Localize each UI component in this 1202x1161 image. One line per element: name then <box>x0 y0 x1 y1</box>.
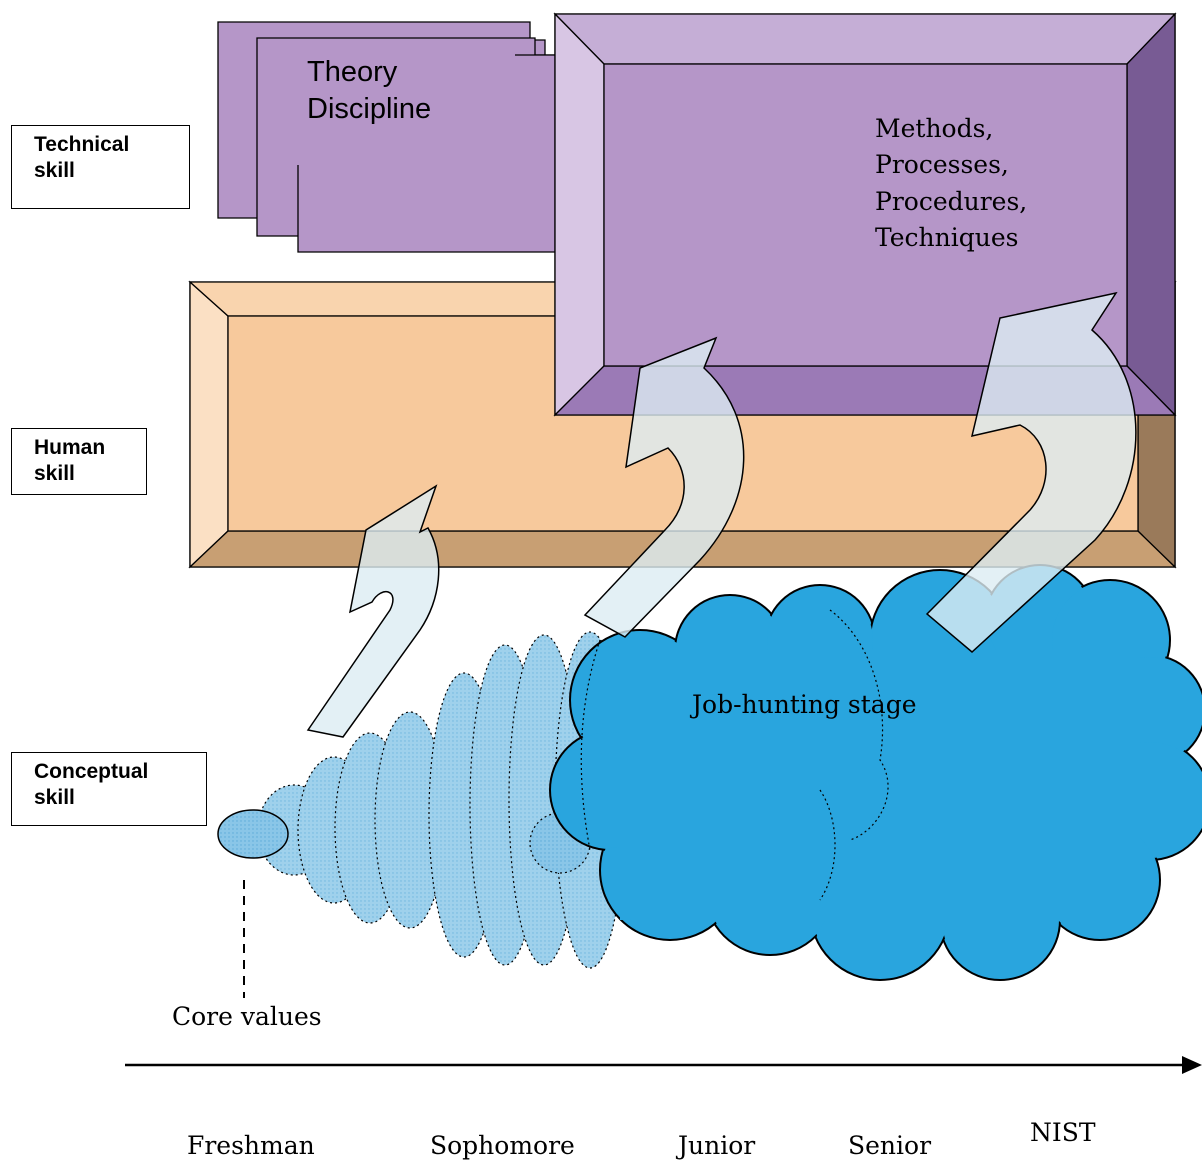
job-hunting-stage-label: Job-hunting stage <box>692 690 917 719</box>
arrow-freshman-to-human <box>306 484 440 738</box>
human-skill-label: Human skill <box>11 428 147 495</box>
arrow-junior-to-methods <box>925 291 1137 653</box>
methods-line-2: Processes, <box>875 150 1009 179</box>
core-values-icon <box>217 809 289 859</box>
conceptual-skill-label: Conceptual skill <box>11 752 207 826</box>
methods-line-3: Procedures, <box>875 187 1028 216</box>
methods-line-4: Techniques <box>875 223 1019 252</box>
timeline-nist: NIST <box>1030 1118 1096 1147</box>
timeline-junior: Junior <box>678 1131 756 1160</box>
growth-arrows <box>306 291 1137 738</box>
discipline-label: Discipline <box>307 93 432 125</box>
theory-discipline-stack <box>217 21 560 253</box>
timeline-senior: Senior <box>848 1131 932 1160</box>
timeline-sophomore: Sophomore <box>430 1131 575 1160</box>
timeline-axis <box>125 1056 1202 1074</box>
methods-line-1: Methods, <box>875 114 994 143</box>
technical-skill-label: Technical skill <box>11 125 190 209</box>
job-hunting-cloud <box>549 564 1202 981</box>
arrow-sophomore-to-methods <box>583 336 745 638</box>
timeline-freshman: Freshman <box>187 1131 315 1160</box>
theory-label: Theory <box>307 56 398 88</box>
core-values-label: Core values <box>172 1002 322 1031</box>
